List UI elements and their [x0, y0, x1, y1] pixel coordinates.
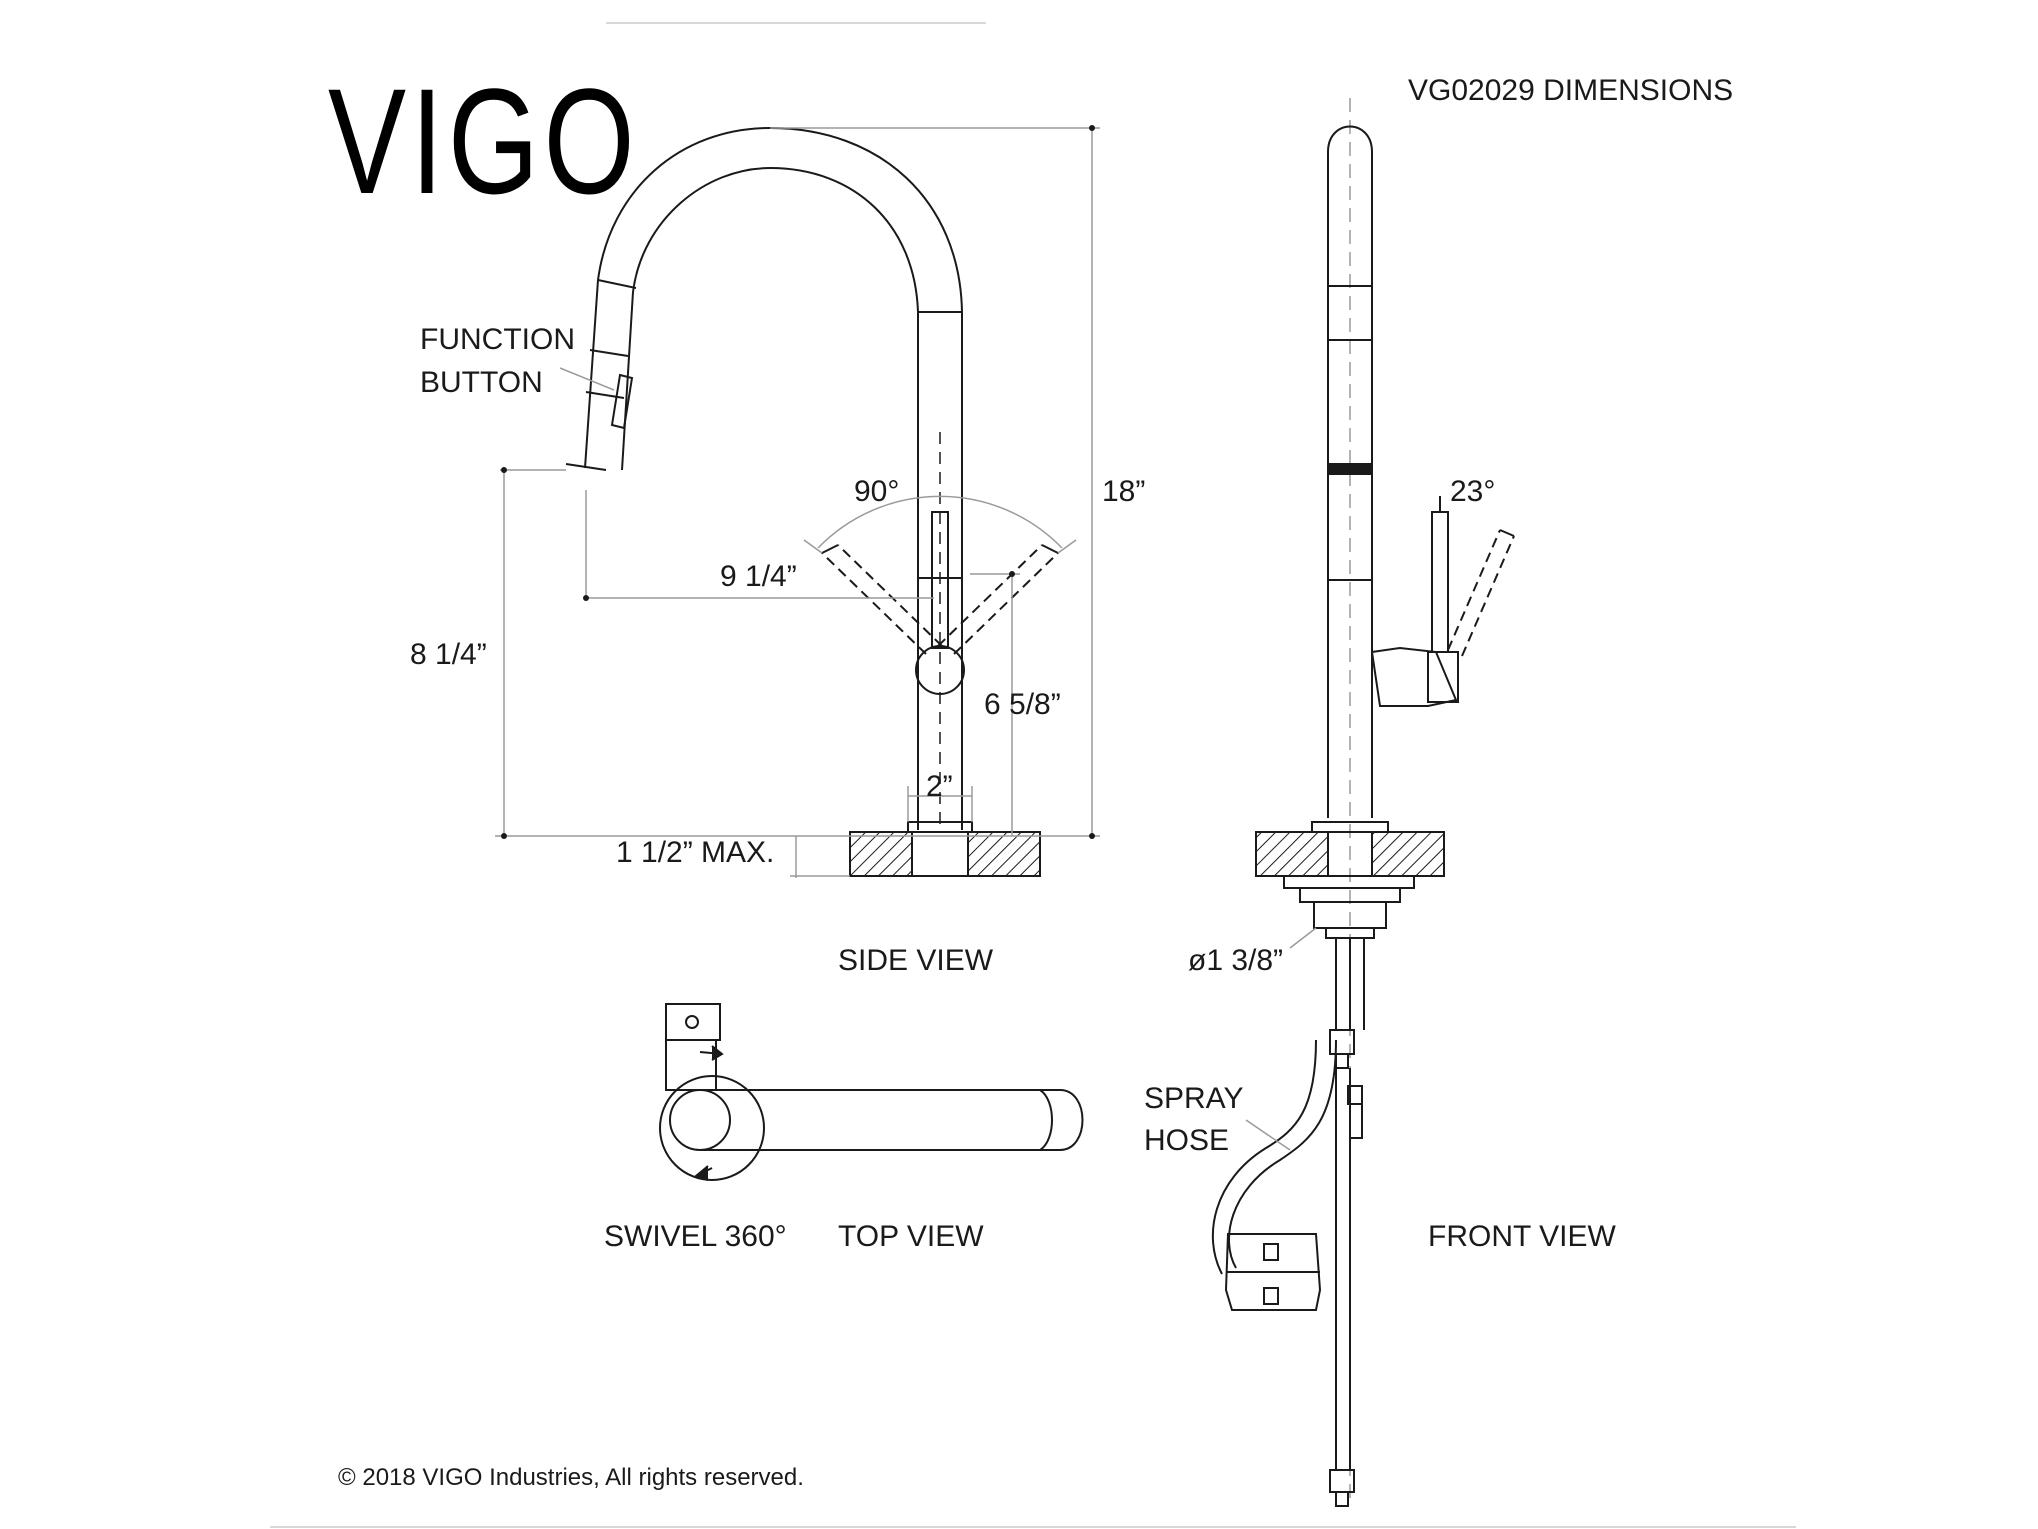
front-view-label: FRONT VIEW [1428, 1220, 1616, 1253]
top-rule [606, 22, 986, 24]
lever-hub [915, 645, 965, 695]
overall-height-dimension: 18” [1102, 475, 1146, 508]
lever-height-dimension: 6 5/8” [984, 688, 1061, 721]
spray-face [565, 463, 607, 471]
function-button-label-line2: BUTTON [420, 366, 543, 399]
lever-handle [931, 511, 949, 649]
spout-inner [621, 166, 919, 578]
bottom-rule [270, 1526, 1796, 1528]
spray-hose-label-line2: HOSE [1144, 1124, 1230, 1157]
handle-tilt-dimension: 23° [1450, 475, 1496, 508]
top-view-drawing [659, 1003, 1084, 1181]
spray-hose [1228, 1039, 1337, 1269]
lever-angle-dimension: 90° [854, 475, 900, 508]
side-view-drawing [495, 125, 1100, 878]
deck-left [849, 831, 913, 877]
side-view-label: SIDE VIEW [838, 944, 994, 977]
function-button-label-line1: FUNCTION [420, 323, 575, 356]
front-handle-block [1370, 646, 1458, 707]
spout-reach-dimension: 9 1/4” [720, 560, 797, 593]
vigo-logo: VIGO [328, 57, 640, 225]
front-view-drawing [1211, 98, 1515, 1507]
top-view-label: TOP VIEW [838, 1220, 984, 1253]
hose-weight [1224, 1233, 1322, 1311]
deck-right [967, 831, 1041, 877]
front-handle-lever [1431, 511, 1449, 653]
deck-thickness-dimension: 1 1/2” MAX. [616, 836, 775, 869]
spray-hose-label-line1: SPRAY [1144, 1082, 1244, 1115]
spout-clearance-dimension: 8 1/4” [410, 638, 487, 671]
front-spout [1327, 125, 1373, 818]
swivel-label: SWIVEL 360° [604, 1220, 787, 1253]
dimensions-title: VG02029 DIMENSIONS [1408, 74, 1734, 107]
function-button-icon [610, 373, 634, 430]
spout-outer [584, 126, 963, 578]
hole-diameter-dimension: ø1 3/8” [1188, 944, 1284, 977]
copyright-notice: © 2018 VIGO Industries, All rights reser… [338, 1464, 804, 1491]
base-diameter-dimension: 2” [926, 770, 953, 803]
